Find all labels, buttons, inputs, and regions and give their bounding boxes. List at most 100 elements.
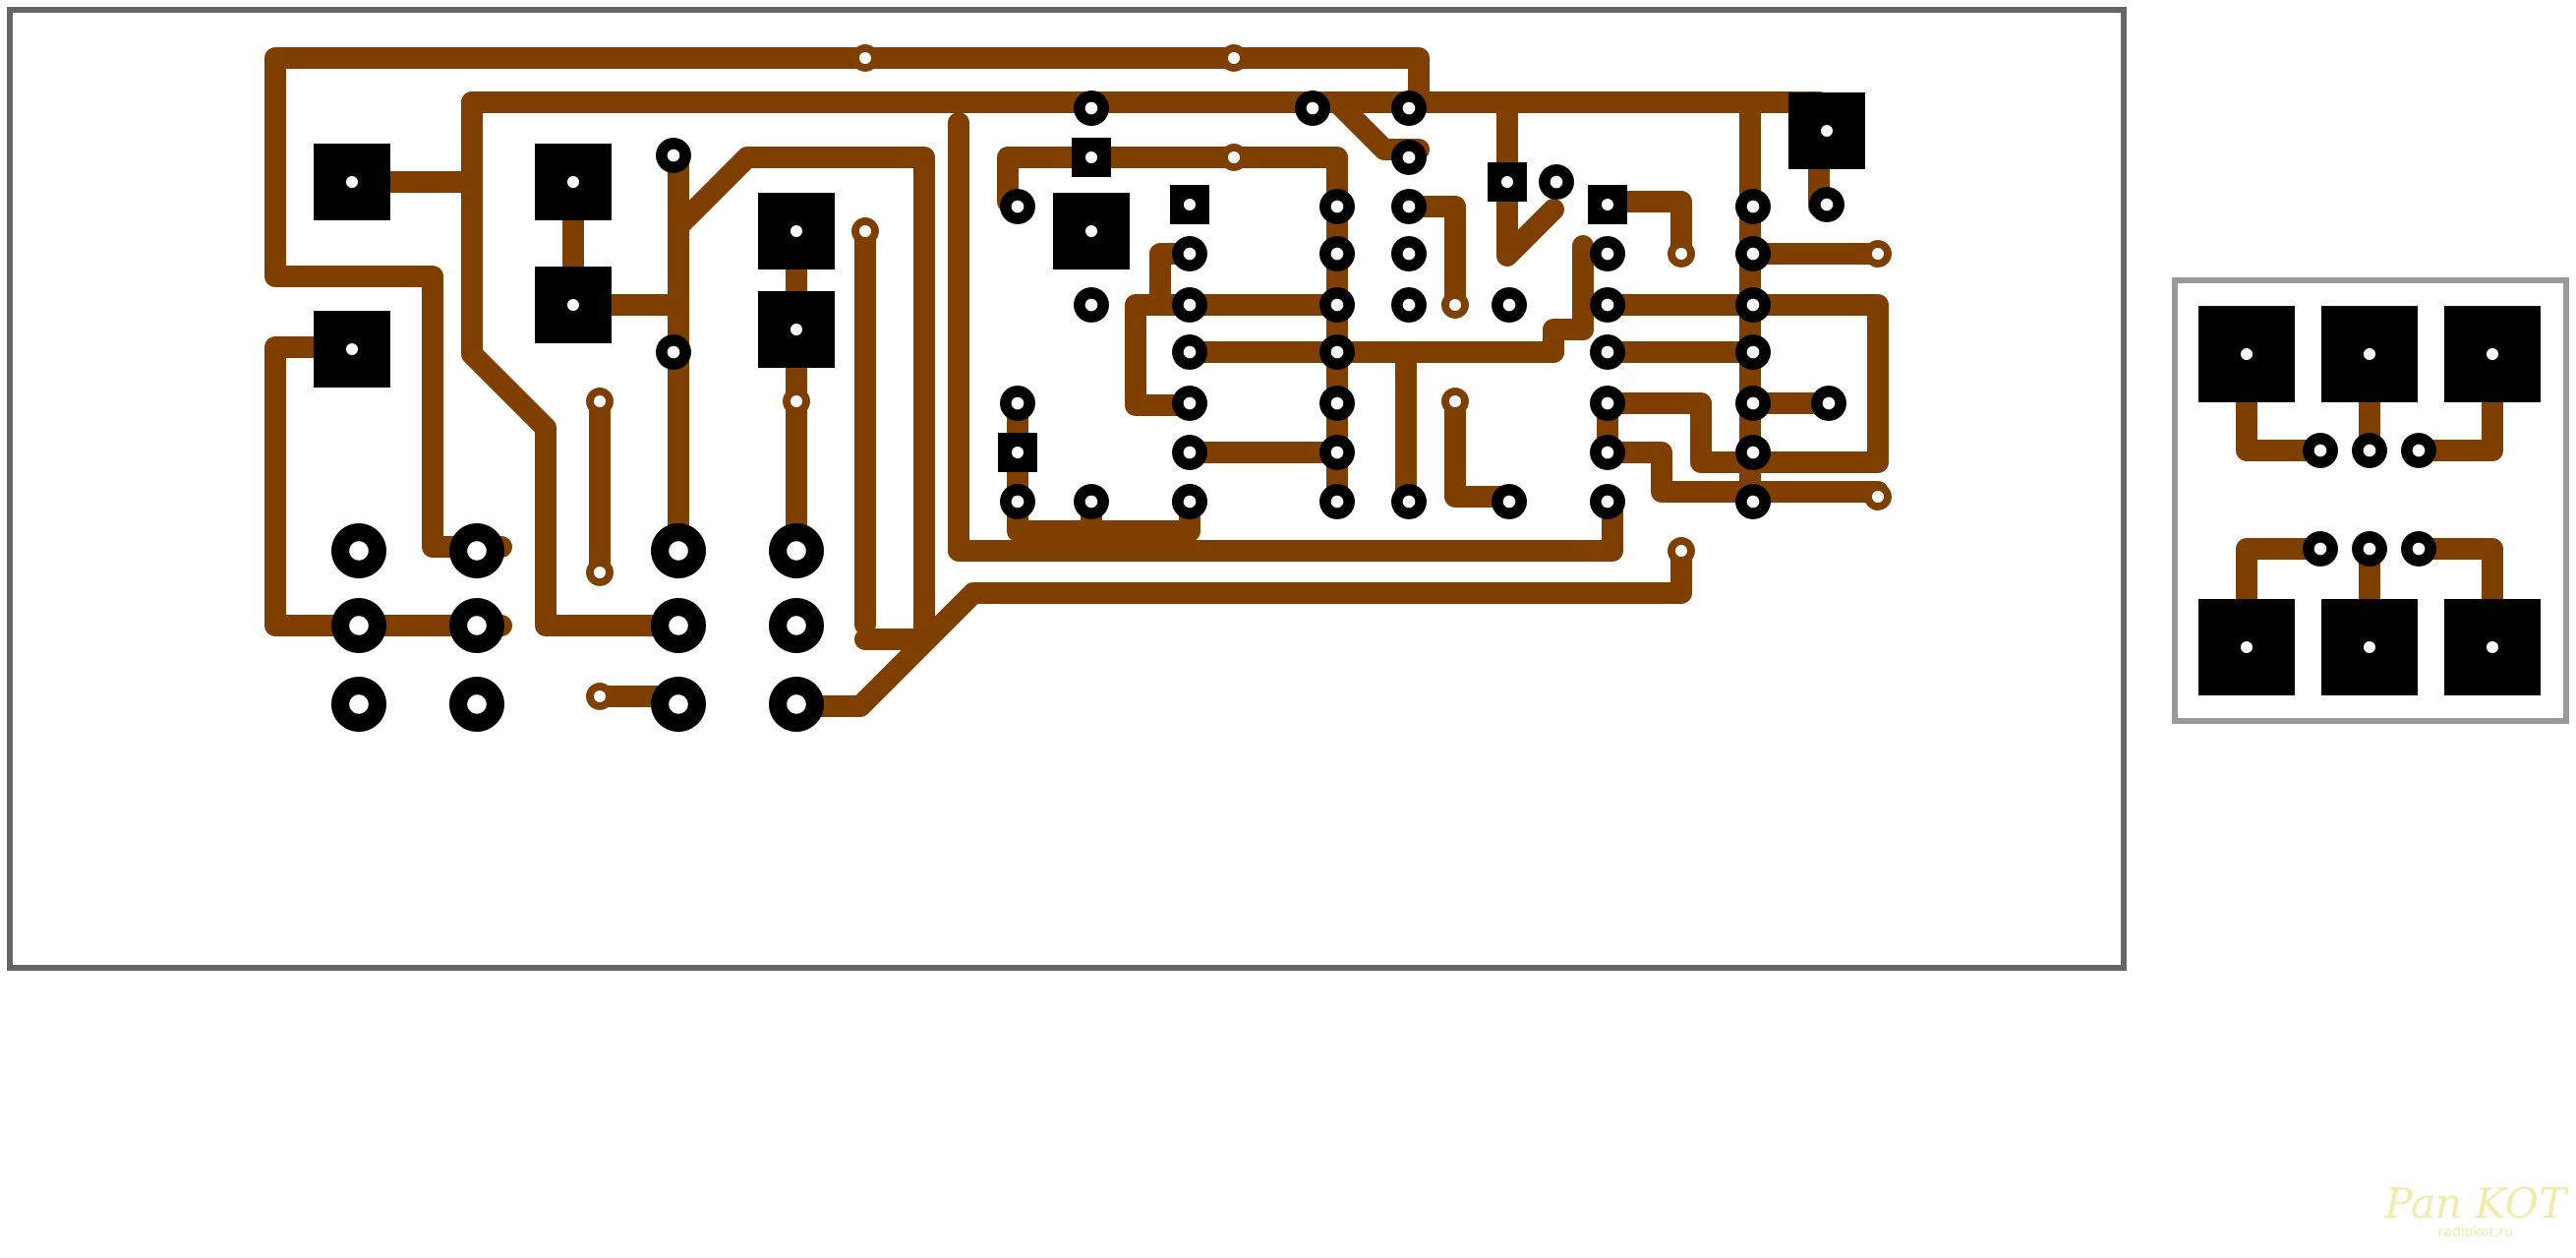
trace-right-5 (1597, 442, 1889, 503)
ic-pin-pad (1735, 386, 1771, 421)
connector-pad (449, 523, 504, 578)
connector-pad (449, 677, 504, 732)
large-square-pad (535, 267, 612, 343)
round-pad (656, 138, 691, 173)
round-pad (1391, 189, 1427, 224)
via-pad (1441, 291, 1469, 319)
round-pad (1539, 164, 1574, 200)
ic-pin-pad (1172, 435, 1207, 470)
connector-pad (651, 598, 706, 653)
via-pad (783, 388, 810, 415)
ic-pin-pad (1319, 484, 1355, 519)
ic-pin-pad (1590, 386, 1625, 421)
small-square-pad (1588, 185, 1627, 224)
ic-pin-pad (1319, 236, 1355, 271)
ic-pin-pad (1172, 484, 1207, 519)
ic-pin-pad (1735, 435, 1771, 470)
ic-pin-pad (1172, 386, 1207, 421)
round-pad (1074, 484, 1109, 519)
round-pad (1391, 90, 1427, 126)
ic-pin-pad (1590, 236, 1625, 271)
component-pads (314, 44, 2541, 732)
large-square-pad (314, 144, 390, 220)
small-square-pad (1072, 138, 1111, 177)
ic-pin-pad (1319, 386, 1355, 421)
round-pad (1074, 90, 1109, 126)
via-pad (586, 683, 614, 710)
small-board-round-pad (2401, 433, 2436, 468)
small-board-round-pad (2352, 531, 2387, 567)
round-pad (1391, 484, 1427, 519)
small-board-round-pad (2401, 531, 2436, 567)
connector-pad (331, 523, 386, 578)
ic-pin-pad (1319, 287, 1355, 323)
connector-pad (651, 677, 706, 732)
round-pad (1811, 386, 1846, 421)
small-square-pad (1170, 185, 1209, 224)
via-pad (1668, 537, 1695, 565)
via-pad (1864, 483, 1892, 510)
ic-pin-pad (1735, 236, 1771, 271)
small-board-round-pad (2303, 531, 2338, 567)
via-pad (1668, 240, 1695, 268)
watermark-logo: Pan KOT (2384, 1179, 2566, 1228)
ic-pin-pad (1590, 435, 1625, 470)
ic-pin-pad (1735, 287, 1771, 323)
small-square-pad (998, 433, 1037, 472)
trace-mid-right (1444, 390, 1518, 508)
via-pad (1441, 388, 1469, 415)
small-board-square-pad (2198, 599, 2295, 695)
round-pad (1295, 90, 1330, 126)
trace-right-2 (1597, 294, 1889, 473)
ic-pin-pad (1590, 484, 1625, 519)
connector-pad (331, 598, 386, 653)
round-pad (1000, 189, 1035, 224)
small-board-round-pad (2352, 433, 2387, 468)
ic-pin-pad (1735, 484, 1771, 519)
watermark: Pan KOT radiokot.ru (2384, 1179, 2566, 1241)
ic-pin-pad (1172, 334, 1207, 370)
trace-pin-col (1597, 191, 1692, 265)
ic-pin-pad (1319, 435, 1355, 470)
large-square-pad (314, 311, 390, 388)
round-pad (1391, 236, 1427, 271)
via-pad (851, 217, 879, 245)
via-pad (1864, 240, 1892, 268)
ic-pin-pad (1172, 236, 1207, 271)
watermark-url: radiokot.ru (2437, 1225, 2513, 1240)
trace-top-bus (461, 91, 1430, 160)
ic-pin-pad (1319, 189, 1355, 224)
small-board-square-pad (2198, 306, 2295, 402)
connector-pad (449, 598, 504, 653)
trace-big-loop (461, 91, 689, 636)
small-board-square-pad (2321, 306, 2418, 402)
via-pad (1220, 44, 1248, 72)
small-board-outline (2172, 277, 2569, 724)
via-pad (851, 44, 879, 72)
via-pad (586, 388, 614, 415)
large-square-pad (758, 291, 835, 368)
ic-pin-pad (1590, 334, 1625, 370)
small-board-round-pad (2303, 433, 2338, 468)
round-pad (1074, 287, 1109, 323)
main-board-outline (7, 7, 2127, 971)
connector-pad (769, 677, 824, 732)
board-outlines (7, 7, 2569, 971)
round-pad (1809, 187, 1844, 222)
ic-pin-pad (1319, 334, 1355, 370)
small-board-square-pad (2444, 599, 2541, 695)
small-board-square-pad (2444, 306, 2541, 402)
large-square-pad (1053, 193, 1130, 270)
round-pad (1391, 287, 1427, 323)
round-pad (1000, 484, 1035, 519)
ic-pin-pad (1172, 287, 1207, 323)
small-board-square-pad (2321, 599, 2418, 695)
connector-pad (331, 677, 386, 732)
connector-pad (769, 598, 824, 653)
via-pad (1220, 144, 1248, 171)
trace-left-outer (264, 47, 512, 558)
round-pad (1492, 287, 1527, 323)
connector-pad (769, 523, 824, 578)
via-pad (586, 559, 614, 586)
ic-pin-pad (1735, 334, 1771, 370)
